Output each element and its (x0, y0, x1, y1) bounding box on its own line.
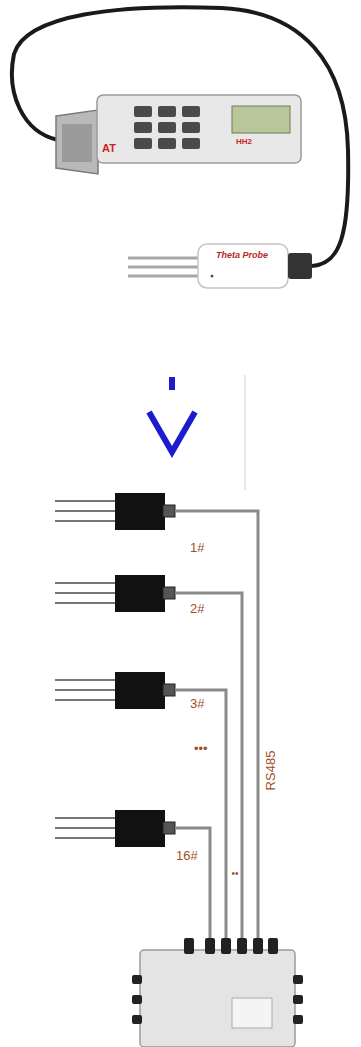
bus-label: RS485 (265, 750, 278, 790)
sensor (55, 672, 175, 709)
probe-mark (211, 275, 214, 278)
d-sub-connector (56, 110, 98, 174)
probe-connector (288, 253, 312, 279)
sensor-cables (175, 511, 258, 945)
cable-glands (132, 938, 303, 1024)
sensor-number: 1# (190, 541, 204, 554)
sensor-number: 3# (190, 697, 204, 710)
box-sticker (232, 998, 272, 1028)
probe-name: Theta Probe (216, 251, 268, 260)
probe-body (198, 244, 288, 288)
probe-cable (12, 7, 348, 266)
sensor-number: 16# (176, 849, 198, 862)
sensor (55, 493, 175, 530)
sensor (55, 810, 175, 847)
model-name: HH2 (236, 138, 252, 146)
brand-logo: AT (102, 143, 116, 154)
ellipsis: •• (230, 868, 240, 879)
sensor-number: 2# (190, 602, 204, 615)
divider-line (245, 375, 246, 490)
sensor (55, 575, 175, 612)
ellipsis: ••• (194, 742, 208, 755)
connector-shell (62, 124, 92, 162)
down-arrow (149, 412, 195, 452)
lcd-display (232, 106, 290, 133)
arrow-dot (169, 377, 175, 390)
junction-box (140, 950, 295, 1047)
keypad (134, 106, 200, 149)
meter-body (97, 95, 301, 163)
probe-rods (128, 258, 200, 276)
